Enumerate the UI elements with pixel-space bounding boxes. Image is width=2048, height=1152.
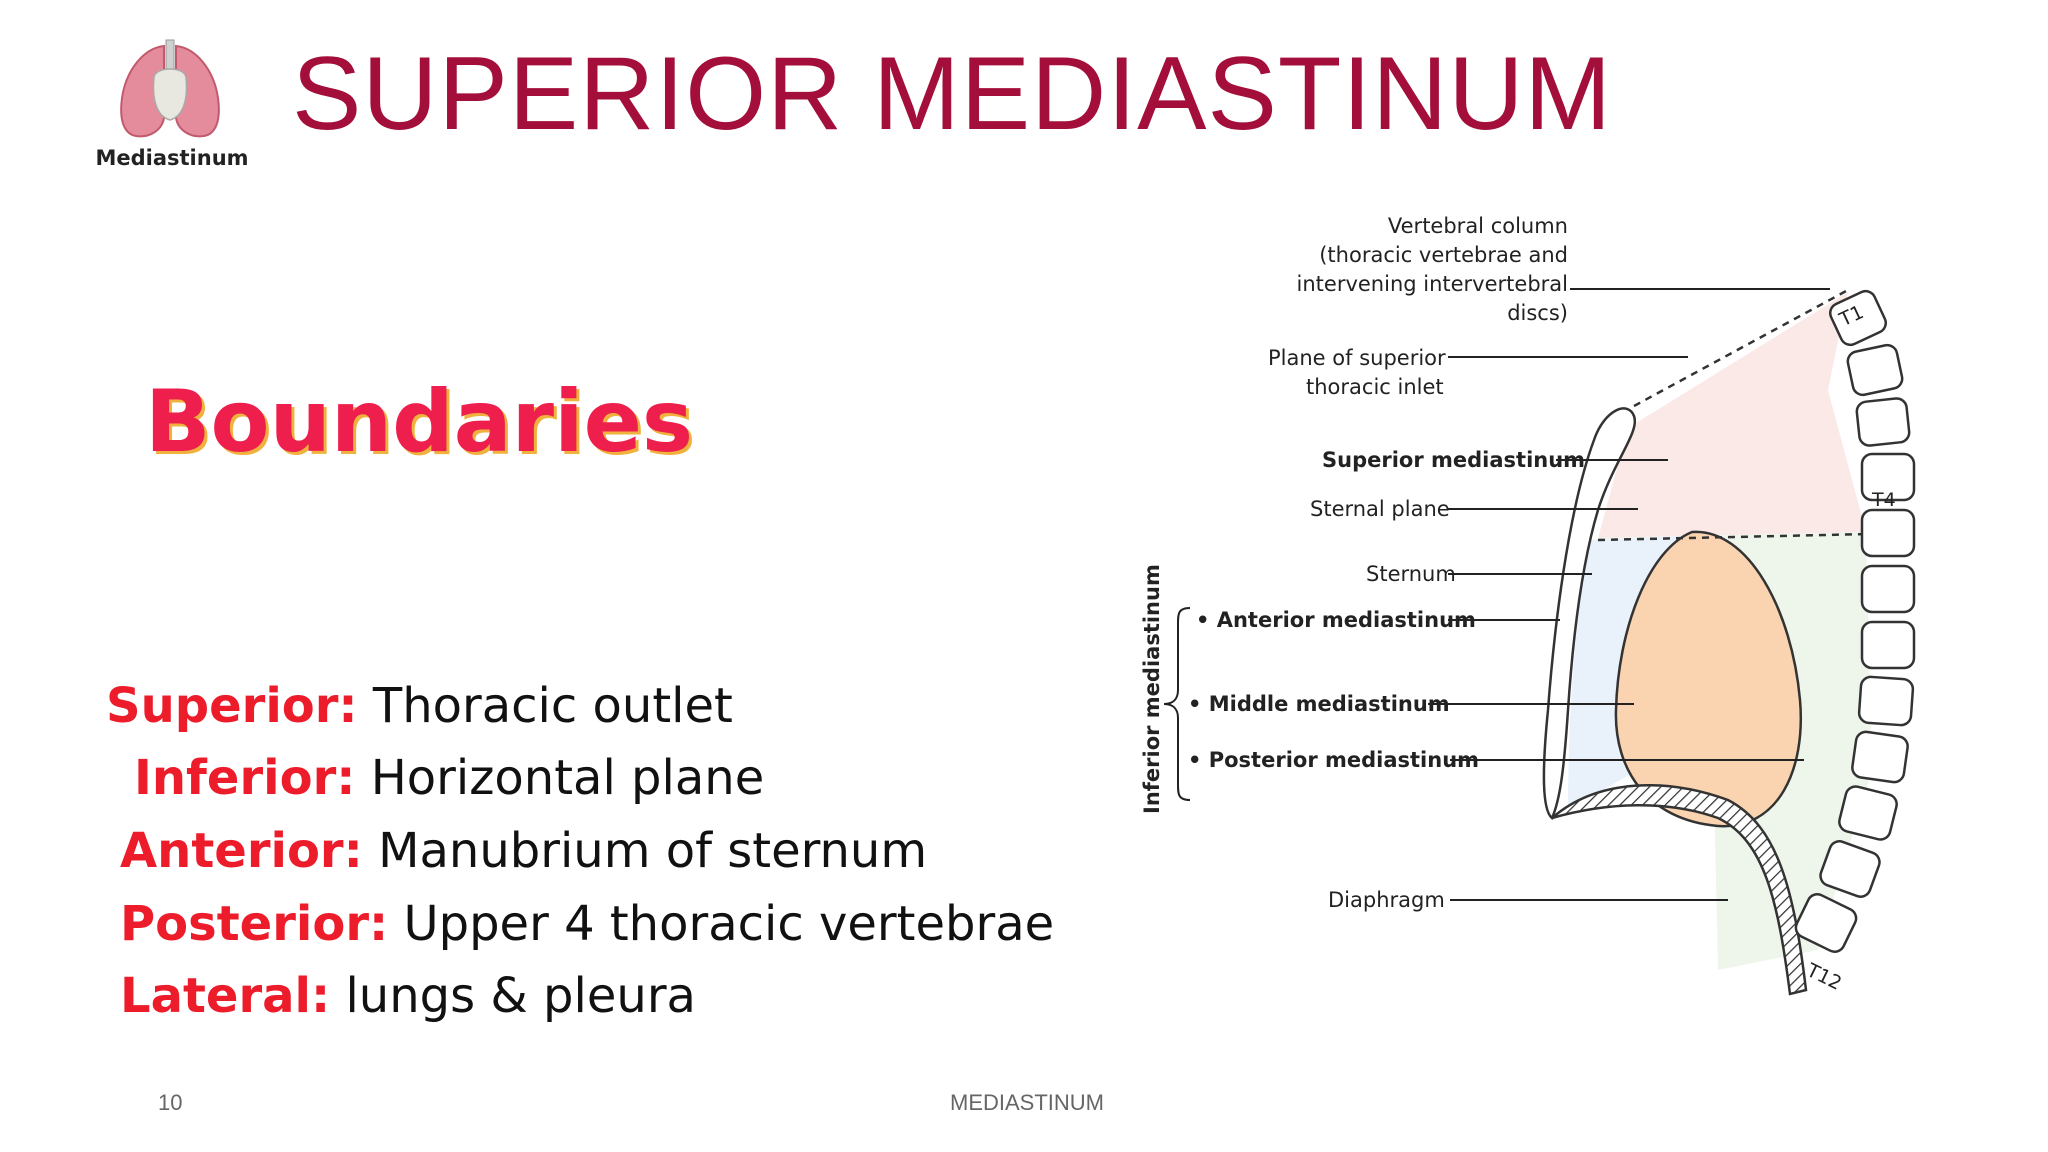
- vertebral-column: [1794, 289, 1916, 953]
- diagram-drawing: [1163, 288, 1916, 996]
- lungs-icon: [120, 39, 220, 138]
- boundary-text: lungs & pleura: [345, 968, 696, 1024]
- thoracic-inlet-plane: [1633, 288, 1849, 408]
- boundary-text: Horizontal plane: [370, 750, 765, 806]
- mediastinum-logo: Mediastinum: [92, 38, 252, 173]
- footer-title: MEDIASTINUM: [950, 1090, 1104, 1115]
- boundaries-heading: Boundaries: [145, 372, 694, 472]
- label-inferior-mediastinum: Inferior mediastinum: [1140, 564, 1164, 814]
- page-number: 10: [158, 1090, 183, 1115]
- label-middle-mediastinum: • Middle mediastinum: [1188, 692, 1450, 716]
- superior-region: [1598, 292, 1866, 538]
- boundary-label: Superior:: [106, 678, 358, 734]
- heart-shape: [1614, 530, 1802, 828]
- boundary-anterior: Anterior: Manubrium of sternum: [120, 827, 927, 875]
- boundary-superior: Superior: Thoracic outlet: [106, 682, 733, 730]
- label-superior-mediastinum: Superior mediastinum: [1322, 448, 1586, 472]
- inferior-brace: [1163, 607, 1191, 801]
- boundary-text: Thoracic outlet: [372, 678, 733, 734]
- boundary-posterior: Posterior: Upper 4 thoracic vertebrae: [120, 900, 1054, 948]
- label-vertebral-column: Vertebral column (thoracic vertebrae and…: [1296, 214, 1568, 325]
- boundary-label: Anterior:: [120, 823, 363, 879]
- leader-lines: [1428, 288, 1830, 901]
- label-sternum: Sternum: [1366, 562, 1456, 586]
- boundary-inferior: Inferior: Horizontal plane: [134, 754, 764, 802]
- diaphragm-shape: [1551, 784, 1808, 996]
- boundary-label: Lateral:: [120, 968, 331, 1024]
- boundary-text: Upper 4 thoracic vertebrae: [403, 896, 1055, 952]
- label-diaphragm: Diaphragm: [1328, 888, 1445, 912]
- slide-title: SUPERIOR MEDIASTINUM: [292, 36, 1613, 152]
- label-plane-inlet: Plane of superior thoracic inlet: [1268, 346, 1446, 399]
- boundary-lateral: Lateral: lungs & pleura: [120, 972, 696, 1020]
- boundary-label: Inferior:: [134, 750, 356, 806]
- sternal-plane-line: [1597, 532, 1871, 542]
- sternum-shape: [1542, 407, 1637, 820]
- boundary-label: Posterior:: [120, 896, 389, 952]
- label-anterior-mediastinum: • Anterior mediastinum: [1196, 608, 1476, 632]
- boundary-text: Manubrium of sternum: [378, 823, 928, 879]
- vertebra-label-t4: T4: [1872, 489, 1896, 511]
- label-sternal-plane: Sternal plane: [1310, 497, 1450, 521]
- label-posterior-mediastinum: • Posterior mediastinum: [1188, 748, 1480, 772]
- mediastinum-diagram: Vertebral column (thoracic vertebrae and…: [1128, 210, 1928, 1020]
- logo-caption: Mediastinum: [95, 146, 249, 170]
